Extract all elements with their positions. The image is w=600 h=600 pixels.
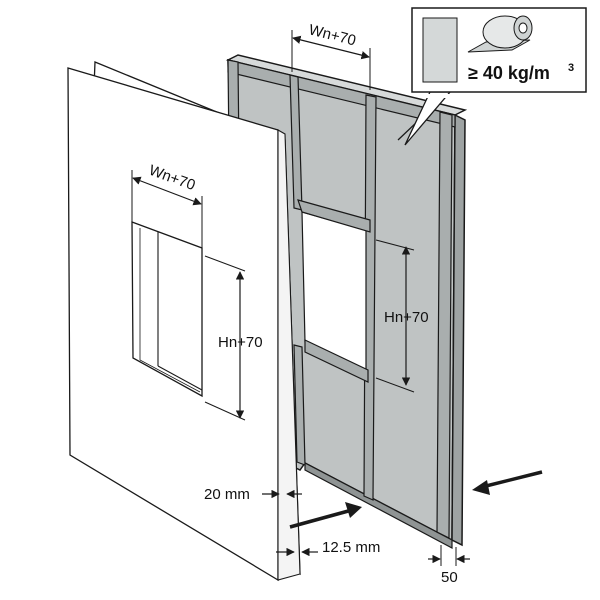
- dim-20mm-label: 20 mm: [204, 486, 250, 503]
- insulation-callout: ≥ 40 kg/m 3: [397, 7, 587, 146]
- board-edge: [277, 129, 301, 581]
- board-height-label: Hn+70: [218, 334, 263, 351]
- board-layers: [67, 61, 301, 582]
- stud-middle-lower: [293, 344, 306, 466]
- frame-bottom-rail: [304, 462, 453, 549]
- thickness-dimensions: 20 mm 12.5 mm 50: [204, 486, 470, 586]
- frame-side: [451, 113, 466, 547]
- insulation-panel-icon: [422, 17, 458, 83]
- density-superscript: 3: [568, 62, 574, 74]
- arrow-left: [481, 470, 543, 489]
- opening-sill: [304, 339, 369, 383]
- board-cutout: [131, 221, 203, 398]
- density-label: ≥ 40 kg/m: [468, 63, 550, 83]
- board-cutout-reveal-bottom: [157, 365, 203, 391]
- dim-125mm-label: 12.5 mm: [322, 539, 380, 556]
- insulation-roll-icon: [467, 15, 533, 53]
- opening-header: [297, 199, 371, 233]
- dim-50-label: 50: [441, 569, 458, 586]
- stud-right: [436, 111, 453, 539]
- assembly-arrows: [289, 470, 543, 529]
- arrow-right: [289, 508, 353, 529]
- board-cutout-inner: [139, 228, 201, 393]
- frame-width-dim-line: [292, 35, 370, 60]
- frame-height-label: Hn+70: [384, 309, 429, 326]
- board-width-dim-line: [132, 176, 202, 206]
- frame-width-label: Wn+70: [307, 21, 358, 49]
